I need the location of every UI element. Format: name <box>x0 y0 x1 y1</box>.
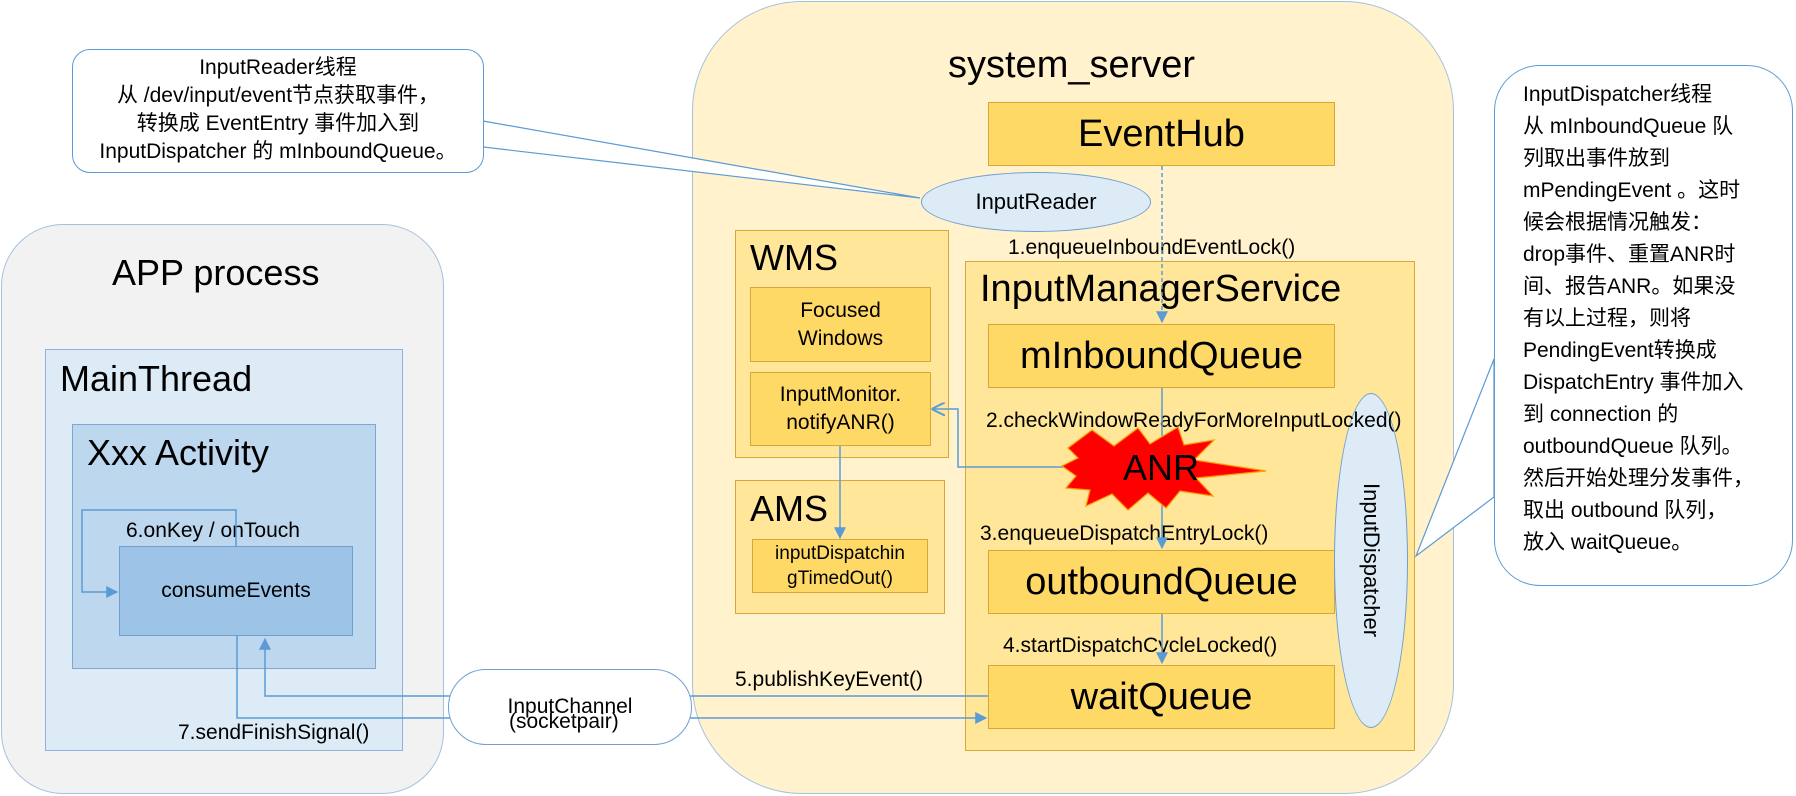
step3-label: 3.enqueueDispatchEntryLock() <box>980 522 1269 545</box>
wms-title: WMS <box>750 237 838 278</box>
focused-windows-box: Focused Windows <box>750 287 931 362</box>
send-finish-signal-arrow <box>236 636 988 724</box>
on-key-label: 6.onKey / onTouch <box>126 519 300 542</box>
inbound-queue-label: mInboundQueue <box>1019 334 1304 377</box>
step5-label: 5.publishKeyEvent() <box>735 668 923 691</box>
system-server-title: system_server <box>948 44 1196 86</box>
dispatcher-callout-pointer <box>1414 358 1495 558</box>
ams-title: AMS <box>750 488 829 529</box>
eventhub-label: EventHub <box>1078 112 1245 155</box>
input-channel-pill: InputChannel <box>448 669 692 745</box>
input-dispatching-timed-out-box: inputDispatchin gTimedOut() <box>752 539 928 593</box>
step1-label: 1.enqueueInboundEventLock() <box>1008 236 1296 259</box>
dispatcher-callout: InputDispatcher线程 从 mInboundQueue 队 列取出事… <box>1494 65 1793 586</box>
publish-key-event-arrow <box>259 637 988 697</box>
ims-title: InputManagerService <box>980 268 1342 310</box>
consume-events-label: consumeEvents <box>161 579 311 602</box>
wait-queue-box: waitQueue <box>988 665 1335 729</box>
outbound-queue-label: outboundQueue <box>1025 560 1298 603</box>
inbound-queue-box: mInboundQueue <box>988 324 1335 388</box>
outbound-queue-box: outboundQueue <box>988 550 1335 614</box>
input-reader-ellipse: InputReader <box>921 172 1151 232</box>
wait-queue-label: waitQueue <box>1070 675 1253 718</box>
input-channel-line1: InputChannel <box>507 695 633 718</box>
anr-to-input-monitor-arrow <box>933 409 1072 468</box>
input-dispatcher-ellipse: InputDispatcher <box>1334 393 1408 728</box>
input-dispatcher-label: InputDispatcher <box>1359 483 1384 638</box>
main-thread-title: MainThread <box>60 358 253 399</box>
step2-label: 2.checkWindowReadyForMoreInputLocked() <box>986 409 1402 432</box>
eventhub-box: EventHub <box>988 102 1335 166</box>
input-monitor-box: InputMonitor. notifyANR() <box>750 372 931 446</box>
anr-burst <box>1060 426 1267 511</box>
consume-events-box: consumeEvents <box>119 546 353 636</box>
input-channel-line2: (socketpair) <box>509 710 619 733</box>
reader-callout: InputReader线程 从 /dev/input/event节点获取事件， … <box>72 49 484 173</box>
on-key-loop-arrow <box>81 509 237 598</box>
anr-label: ANR <box>1123 447 1200 488</box>
app-process-title: APP process <box>112 252 320 293</box>
reader-callout-pointer <box>482 120 921 199</box>
activity-title: Xxx Activity <box>87 432 270 473</box>
step4-label: 4.startDispatchCycleLocked() <box>1003 634 1278 657</box>
input-reader-label: InputReader <box>975 189 1097 214</box>
send-finish-label: 7.sendFinishSignal() <box>178 721 370 744</box>
